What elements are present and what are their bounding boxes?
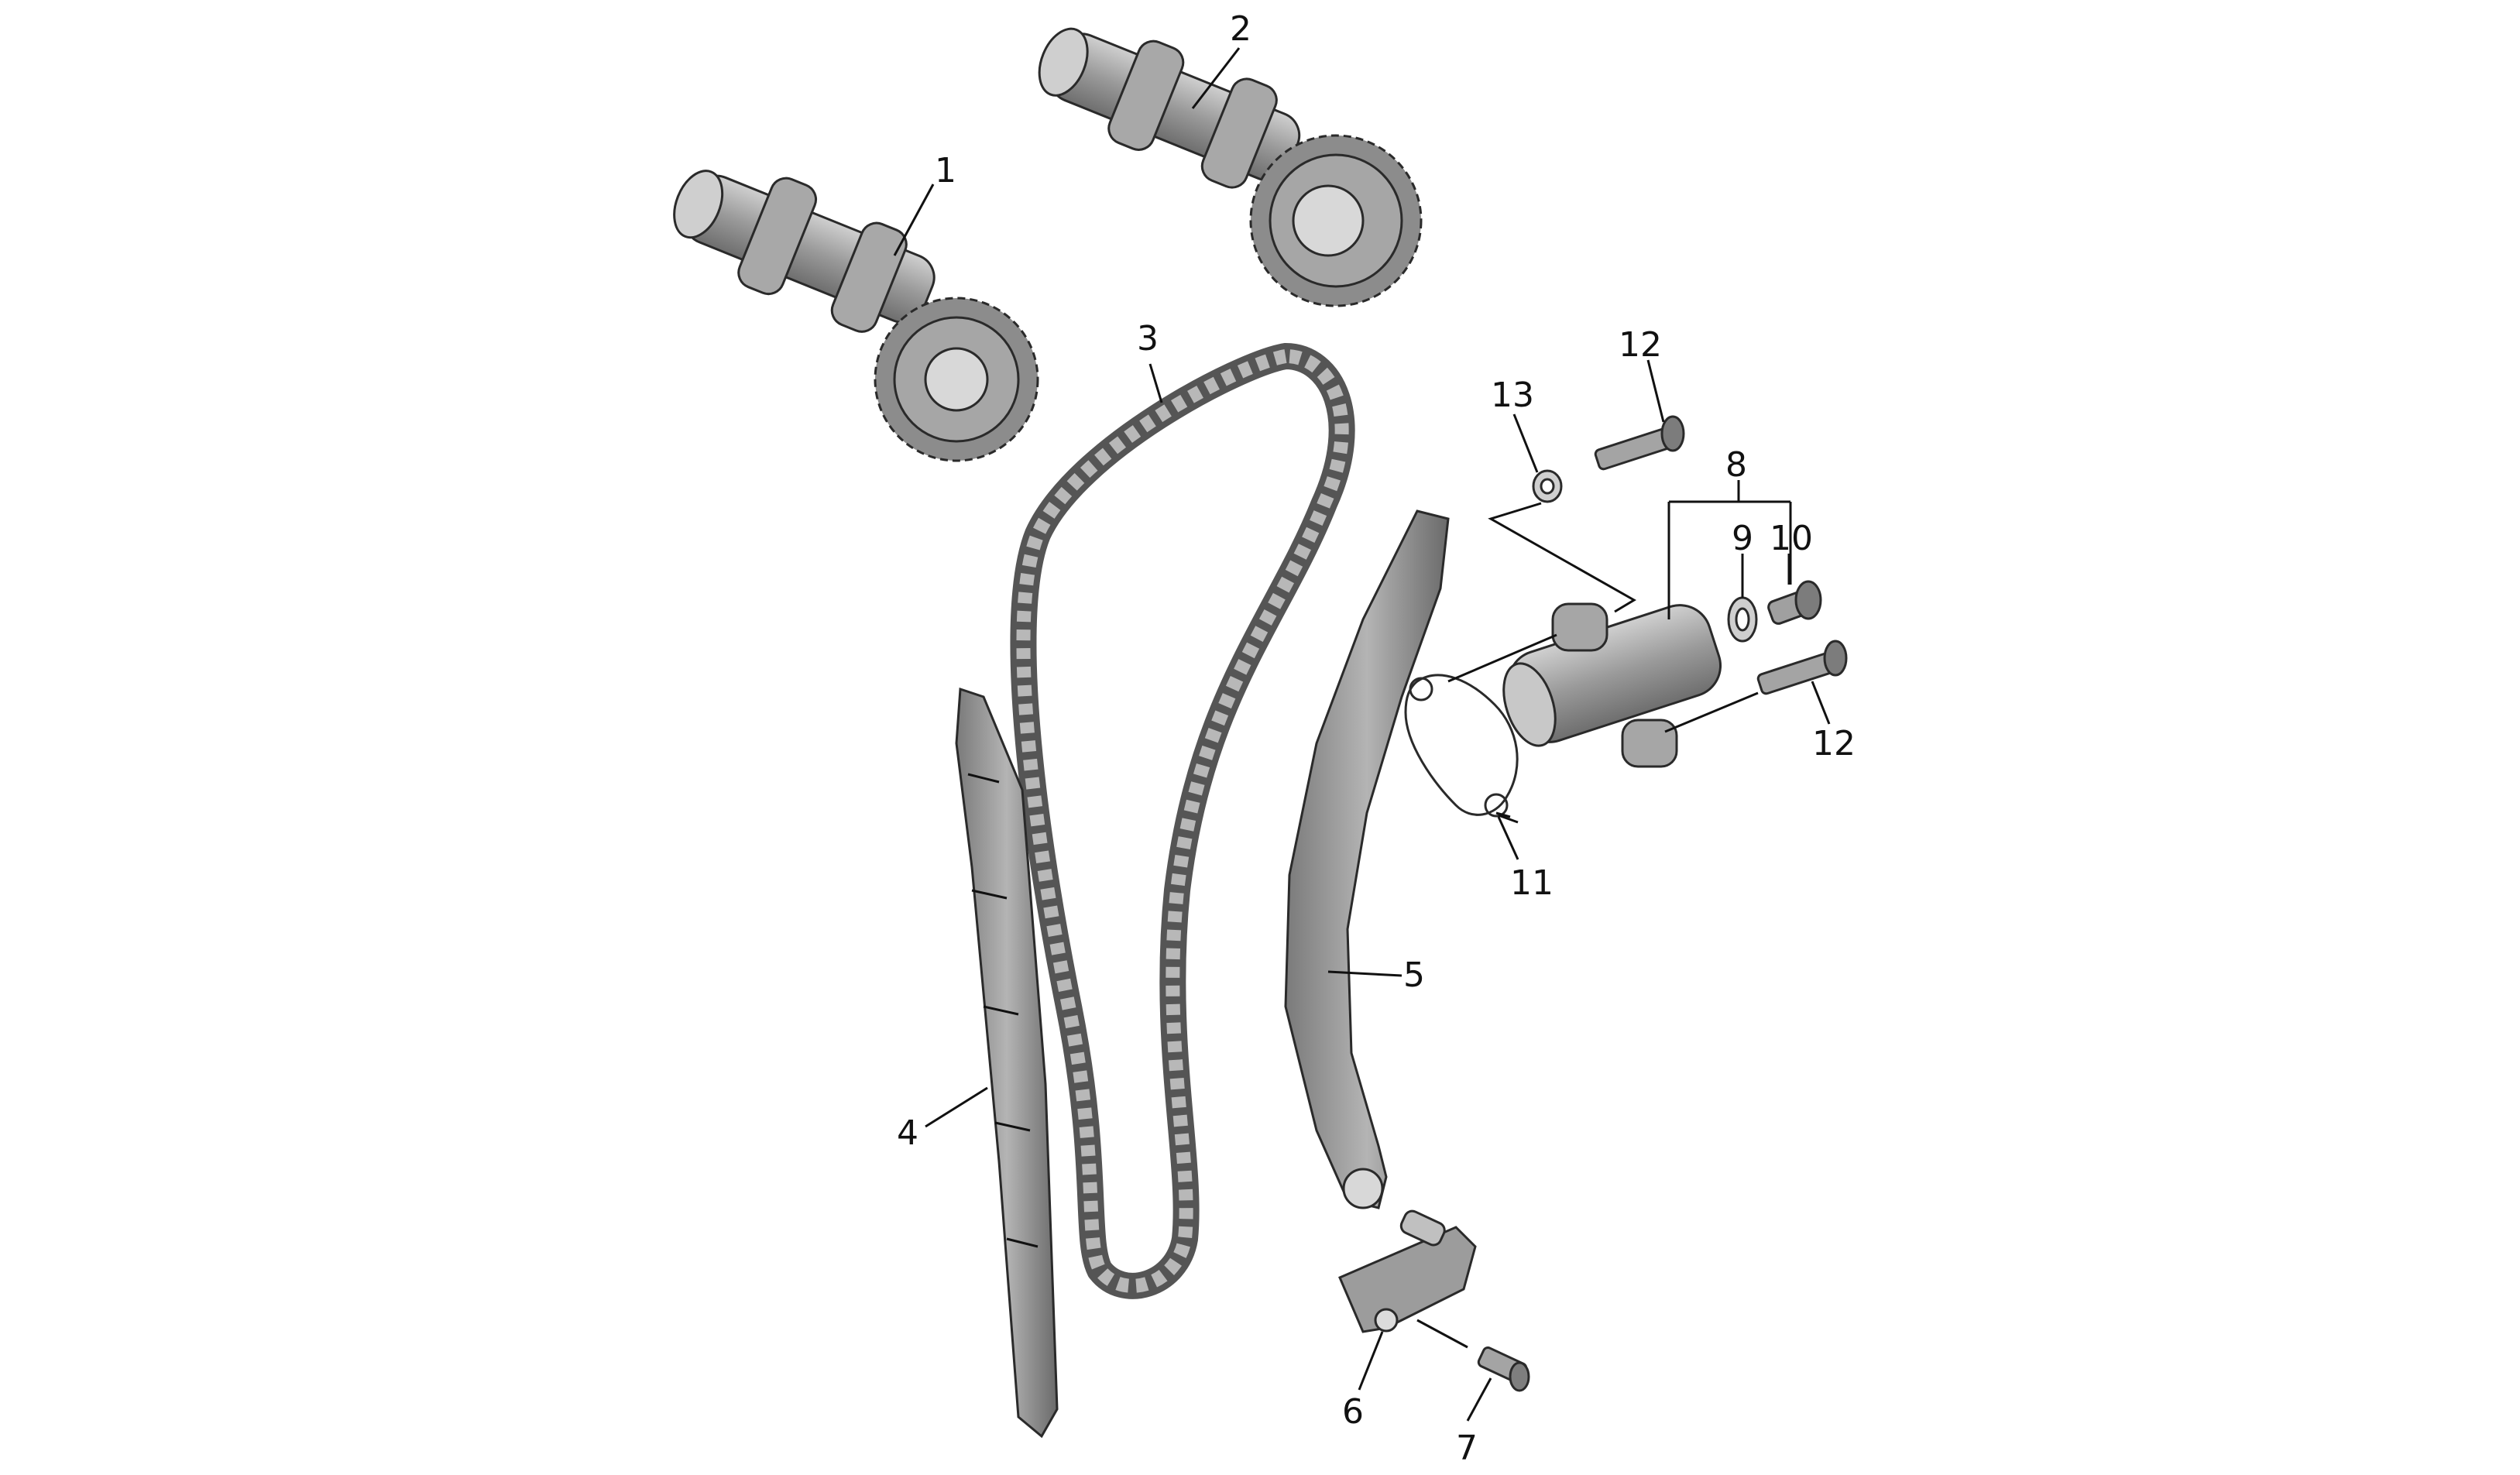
callout-labels: 1 2 3 4 5 6 7 8 9 10 11 12 12 13 — [897, 9, 1856, 1468]
callout-7: 7 — [1456, 1429, 1478, 1468]
washer-9 — [1727, 596, 1758, 643]
tensioner-body-8 — [1502, 602, 1722, 768]
tensioner-rail-5 — [1284, 509, 1450, 1209]
callout-1: 1 — [935, 151, 956, 190]
camshaft-1 — [673, 170, 1039, 462]
timing-chain-3 — [1010, 342, 1355, 1299]
camshaft-2 — [1038, 27, 1423, 307]
leader-lines — [893, 47, 1831, 1422]
washer-13 — [1532, 469, 1563, 503]
callout-9: 9 — [1732, 519, 1753, 558]
retaining-plate-6 — [1338, 1209, 1477, 1333]
callout-11: 11 — [1510, 863, 1554, 903]
callout-12-upper: 12 — [1619, 325, 1662, 365]
bolt-7 — [1477, 1346, 1530, 1392]
callout-5: 5 — [1403, 955, 1425, 995]
callout-10: 10 — [1770, 519, 1813, 558]
bolt-12-lower — [1756, 640, 1848, 695]
plug-screw-10 — [1767, 580, 1822, 625]
chain-guide-4 — [955, 687, 1059, 1439]
callout-13: 13 — [1491, 376, 1534, 415]
callout-8: 8 — [1725, 445, 1747, 485]
gasket-11 — [1404, 674, 1519, 818]
bolt-12-upper — [1594, 415, 1685, 471]
callout-4: 4 — [897, 1113, 918, 1153]
callout-6: 6 — [1342, 1392, 1364, 1432]
callout-12-lower: 12 — [1812, 724, 1856, 763]
callout-2: 2 — [1230, 9, 1251, 49]
callout-3: 3 — [1137, 319, 1159, 358]
